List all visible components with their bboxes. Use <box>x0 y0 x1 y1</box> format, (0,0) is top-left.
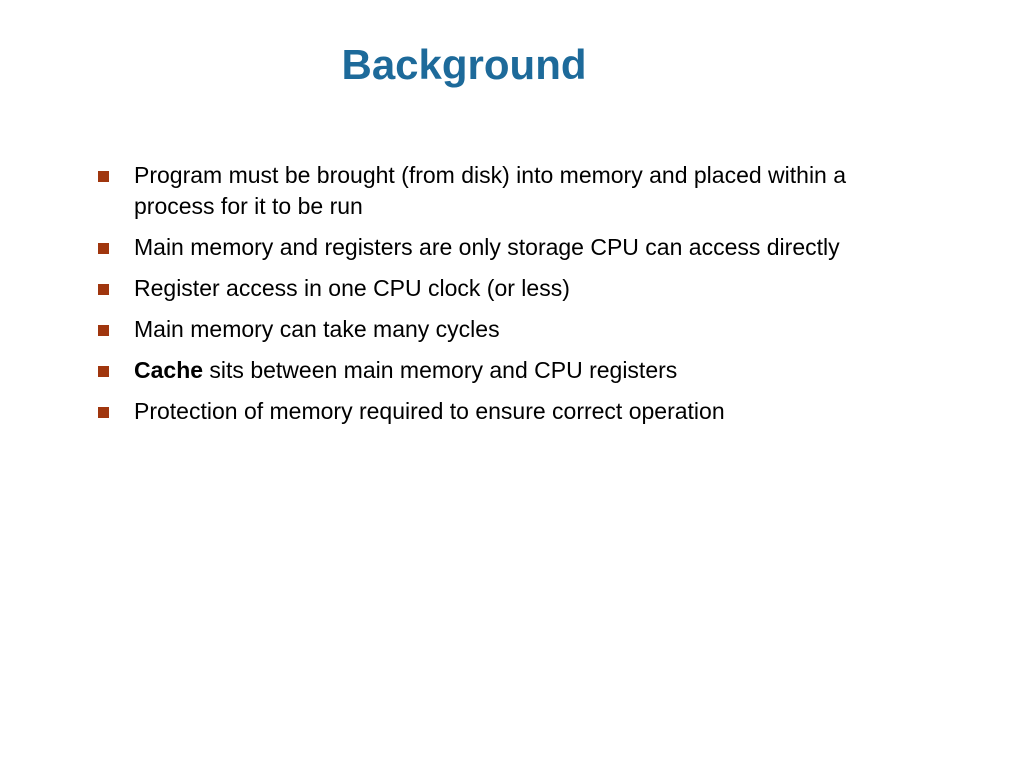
bullet-item: Protection of memory required to ensure … <box>96 396 896 427</box>
bullet-lead: Cache <box>134 357 204 383</box>
bullet-text: Register access in one CPU clock (or les… <box>134 275 570 301</box>
bullet-body: sits between main memory and CPU registe… <box>203 357 678 383</box>
square-bullet-icon <box>98 325 109 336</box>
square-bullet-icon <box>98 407 109 418</box>
bullet-text: Protection of memory required to ensure … <box>134 398 725 424</box>
bullet-list: Program must be brought (from disk) into… <box>96 160 896 437</box>
bullet-item: Register access in one CPU clock (or les… <box>96 273 896 304</box>
bullet-text: Cache sits between main memory and CPU r… <box>134 357 677 383</box>
square-bullet-icon <box>98 284 109 295</box>
bullet-item: Program must be brought (from disk) into… <box>96 160 896 222</box>
bullet-item: Cache sits between main memory and CPU r… <box>96 355 896 386</box>
square-bullet-icon <box>98 366 109 377</box>
bullet-text: Main memory and registers are only stora… <box>134 234 840 260</box>
bullet-text: Main memory can take many cycles <box>134 316 500 342</box>
bullet-body: Main memory and registers are only stora… <box>134 234 840 260</box>
square-bullet-icon <box>98 171 109 182</box>
bullet-body: Program must be brought (from disk) into… <box>134 162 847 219</box>
square-bullet-icon <box>98 243 109 254</box>
bullet-item: Main memory can take many cycles <box>96 314 896 345</box>
bullet-text: Program must be brought (from disk) into… <box>134 162 846 219</box>
bullet-item: Main memory and registers are only stora… <box>96 232 896 263</box>
bullet-body: Main memory can take many cycles <box>134 316 500 342</box>
bullet-body: Register access in one CPU clock (or les… <box>134 275 570 301</box>
bullet-body: Protection of memory required to ensure … <box>134 398 725 424</box>
slide-title: Background <box>341 41 587 88</box>
